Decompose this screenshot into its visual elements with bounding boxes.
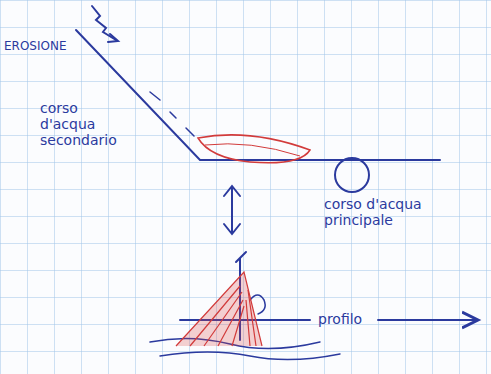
stream-label: corso d'acqua principale xyxy=(324,196,454,228)
profile-label: profilo xyxy=(318,311,362,327)
fan-hatch xyxy=(205,144,300,156)
alluvial-cone xyxy=(176,272,262,346)
main-stream-section xyxy=(335,158,369,192)
valley-profile xyxy=(76,30,440,160)
erosion-arrowhead xyxy=(108,34,118,42)
alluvial-fan xyxy=(198,135,310,163)
double-arrow xyxy=(224,186,240,234)
secondary-stream xyxy=(150,92,194,136)
profile-arrow xyxy=(378,319,478,321)
stream-label: corso d'acqua secondario xyxy=(40,100,124,148)
erosion-label: EROSIONE xyxy=(4,40,67,54)
